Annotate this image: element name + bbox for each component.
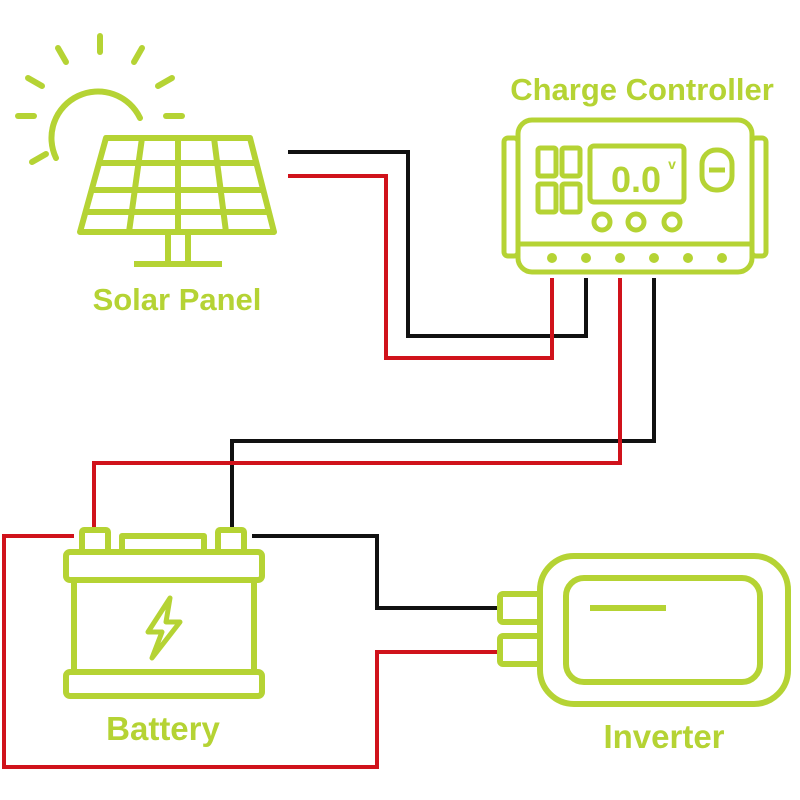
controller-terminals <box>547 253 727 263</box>
wire-battery-black <box>230 278 656 528</box>
inverter: Inverter <box>497 553 791 755</box>
wire-inverter-red <box>2 534 500 769</box>
inverter-label: Inverter <box>603 718 724 755</box>
terminal-dot <box>649 253 659 263</box>
wire-panel-red <box>288 174 554 360</box>
wire-inverter-black <box>252 534 500 610</box>
solar-panel: Solar Panel <box>15 33 277 317</box>
battery-icon <box>63 527 265 699</box>
terminal-dot <box>683 253 693 263</box>
inverter-icon <box>497 553 791 707</box>
charge-controller-label: Charge Controller <box>510 72 774 107</box>
battery-label: Battery <box>106 710 220 747</box>
wire-panel-black <box>288 150 588 338</box>
wires <box>2 150 656 769</box>
charge-controller: Charge Controller <box>501 72 774 275</box>
charge-controller-icon <box>501 117 769 275</box>
terminal-dot <box>547 253 557 263</box>
battery: Battery <box>63 527 265 747</box>
controller-display-value: 0.0 <box>611 159 661 200</box>
solar-panel-icon <box>77 135 277 267</box>
terminal-dot <box>581 253 591 263</box>
terminal-dot <box>717 253 727 263</box>
controller-display-unit: v <box>668 156 676 172</box>
terminal-dot <box>615 253 625 263</box>
lightning-bolt-icon <box>145 595 183 661</box>
sun-icon <box>15 33 185 165</box>
solar-panel-label: Solar Panel <box>93 282 262 317</box>
wire-battery-red <box>92 278 622 528</box>
